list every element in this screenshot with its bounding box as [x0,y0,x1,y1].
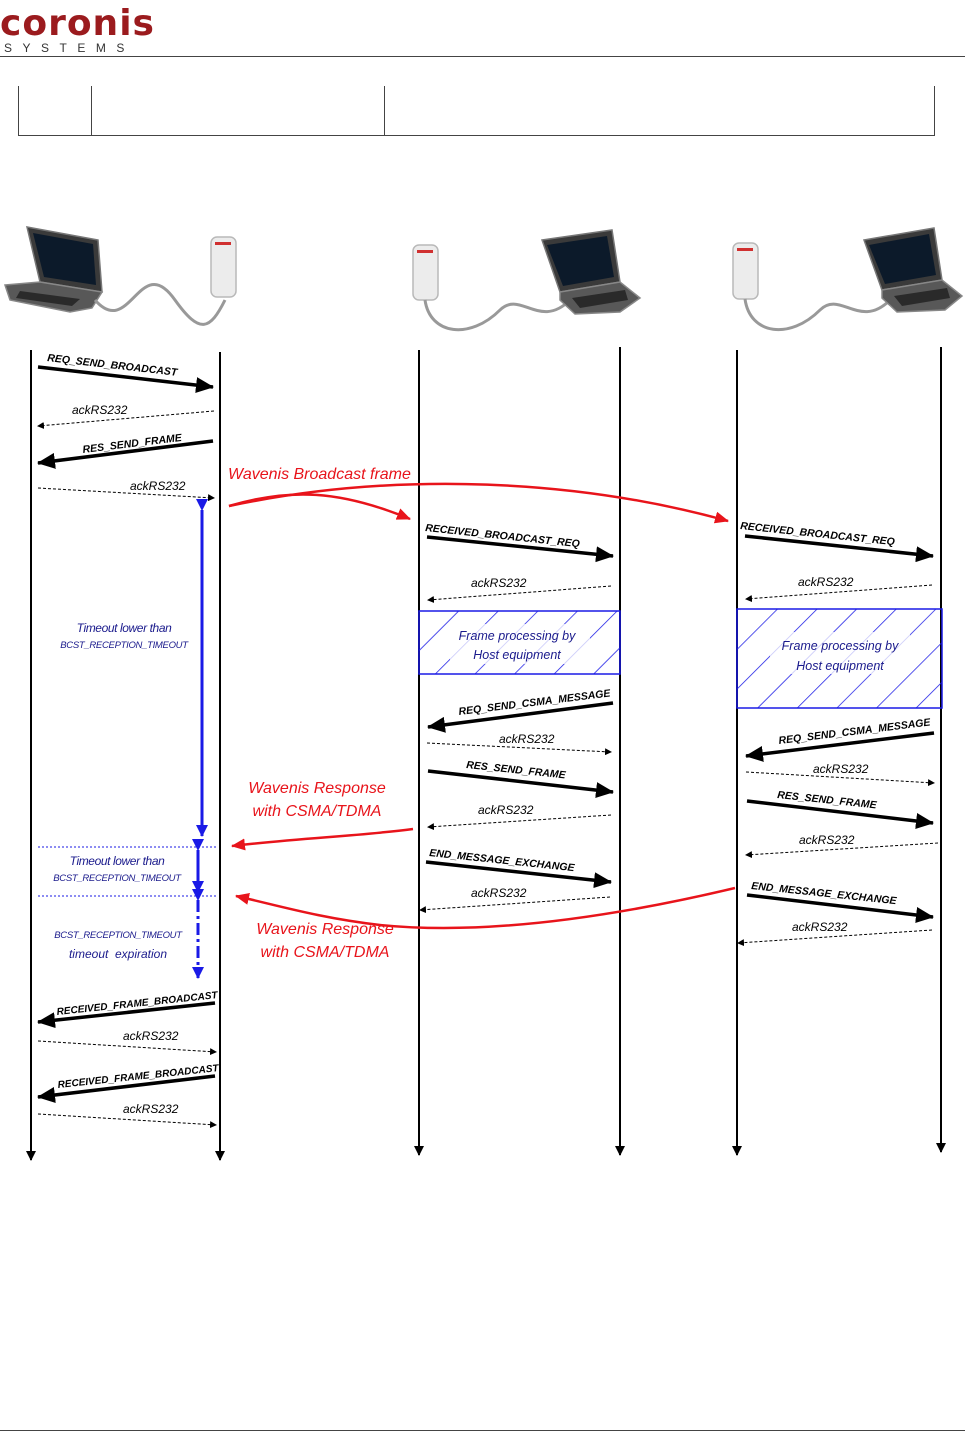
wavenis-response-arrow [235,886,736,930]
modem-icon [210,236,237,298]
ack-arrow [426,742,612,756]
message-arrow [744,534,934,563]
footer-rule [0,1430,965,1431]
ack-arrow [745,842,939,859]
ack-arrow [427,814,612,831]
ack-arrow [427,585,612,604]
laptop-icon [540,229,642,315]
ack-arrow [419,896,611,914]
timeout-label: BCST_RECEPTION_TIMEOUT [60,640,189,651]
ack-label: ackRS232 [72,403,128,417]
message-arrow [427,769,614,799]
wavenis-broadcast-arrow [228,493,411,521]
message-arrow [426,535,614,563]
logo-subtext: SYSTEMS [4,41,135,55]
modem-icon [732,242,759,300]
cable-icon [743,298,892,332]
ack-label: ackRS232 [499,732,555,746]
frame-processing-label: Host equipment [796,659,884,673]
frame-processing-label: Host equipment [473,648,561,662]
header-rule [0,56,965,57]
wavenis-response-label: with CSMA/TDMA [261,944,390,961]
timeout-label: Timeout lower than [70,854,165,868]
ack-label: ackRS232 [813,762,869,776]
frame-processing-label: Frame processing by [459,629,576,643]
wavenis-response-label: Wavenis Response [248,780,386,797]
timeout-label: Timeout lower than [77,621,172,635]
ack-arrow [745,771,935,787]
frame-processing-label: Frame processing by [782,639,899,653]
message-arrow [427,701,614,733]
ack-arrow [37,410,215,429]
wavenis-broadcast-label: Wavenis Broadcast frame [228,466,411,483]
header-table-divider [384,86,385,135]
message-arrow [425,860,612,889]
message-label: RES_SEND_FRAME [777,789,878,811]
ack-label: ackRS232 [799,833,855,847]
ack-label: ackRS232 [471,576,527,590]
message-arrow [746,893,934,923]
message-arrow [37,439,214,469]
logo-text: coronis [0,3,155,44]
ack-label: ackRS232 [471,886,527,900]
ack-arrow [745,584,933,603]
cable-icon [93,283,227,326]
message-arrow [37,365,214,394]
ack-label: ackRS232 [798,575,854,589]
message-arrow [746,799,934,829]
laptop-icon [862,227,964,313]
ack-label: ackRS232 [478,803,534,817]
ack-label: ackRS232 [123,1029,179,1043]
wavenis-response-arrow [231,827,414,851]
message-arrow [37,1001,216,1029]
timeout-label: BCST_RECEPTION_TIMEOUT [53,873,182,884]
ack-arrow [737,929,933,947]
coronis-logo: coronis SYSTEMS [0,6,160,56]
timeout-label: timeout expiration [69,947,167,961]
header-table [18,86,935,136]
wavenis-broadcast-arrow [228,482,729,524]
header-table-divider [91,86,92,135]
laptop-icon [3,226,104,313]
ack-label: ackRS232 [130,479,186,493]
timeout-label: BCST_RECEPTION_TIMEOUT [54,930,183,941]
message-arrow [745,731,935,762]
cable-icon [423,298,572,332]
ack-label: ackRS232 [792,920,848,934]
message-arrow [37,1074,216,1103]
modem-icon [412,244,439,301]
ack-label: ackRS232 [123,1102,179,1116]
wavenis-response-label: with CSMA/TDMA [253,803,382,820]
wavenis-response-label: Wavenis Response [256,921,394,938]
ack-arrow [37,487,215,502]
